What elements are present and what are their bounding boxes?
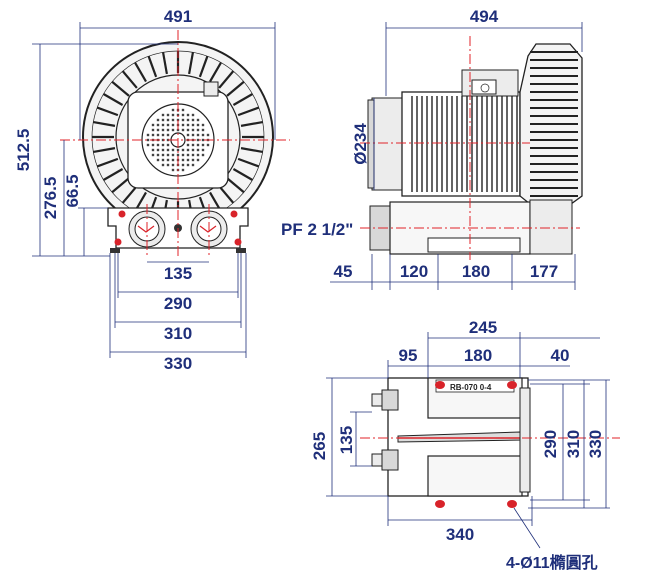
dim-bottom-40: 40	[551, 346, 570, 365]
dim-bottom-265: 265	[310, 432, 329, 460]
dim-motor-diameter: Ø234	[351, 123, 370, 165]
motor-body	[367, 69, 521, 197]
bottom-view: RB-070 0-4	[310, 318, 620, 572]
port-pipe	[369, 199, 573, 255]
dim-front-330: 330	[164, 354, 192, 373]
dim-bottom-340: 340	[446, 525, 474, 544]
dim-front-290: 290	[164, 294, 192, 313]
dim-bottom-95: 95	[399, 346, 418, 365]
dim-side-width-494: 494	[470, 7, 499, 26]
dim-front-width-491: 491	[164, 7, 192, 26]
front-dimensions	[32, 22, 276, 358]
model-nameplate: RB-070 0-4	[450, 383, 492, 392]
dim-front-310: 310	[164, 324, 192, 343]
dim-front-height-276-5: 276.5	[41, 177, 60, 220]
dim-bottom-245: 245	[469, 318, 497, 337]
dim-side-45: 45	[334, 262, 353, 281]
dim-front-height-512-5: 512.5	[14, 129, 33, 172]
dim-bottom-330: 330	[586, 430, 605, 458]
base-plate: RB-070 0-4	[371, 377, 531, 508]
front-view: 491 512.5 276.5 66.5 135 290 310 330	[14, 7, 290, 373]
side-view: 494 Ø234 PF 2 1/2" 45 120 180 177	[281, 7, 583, 290]
dim-bottom-135: 135	[337, 426, 356, 454]
port-size-label: PF 2 1/2"	[281, 220, 353, 239]
dim-side-180: 180	[462, 262, 490, 281]
blower-side-housing	[519, 43, 583, 213]
dim-bottom-290: 290	[541, 430, 560, 458]
dim-front-135: 135	[164, 264, 192, 283]
side-fins	[530, 51, 578, 197]
side-dimensions	[330, 22, 583, 290]
bottom-dimensions	[326, 332, 610, 549]
dim-side-120: 120	[400, 262, 428, 281]
motor-fins	[411, 96, 518, 192]
dim-side-177: 177	[530, 262, 558, 281]
dim-front-height-66-5: 66.5	[63, 174, 82, 207]
mount-hole-note: 4-Ø11橢圓孔	[506, 553, 598, 572]
dim-bottom-180: 180	[464, 346, 492, 365]
dim-bottom-310: 310	[564, 430, 583, 458]
